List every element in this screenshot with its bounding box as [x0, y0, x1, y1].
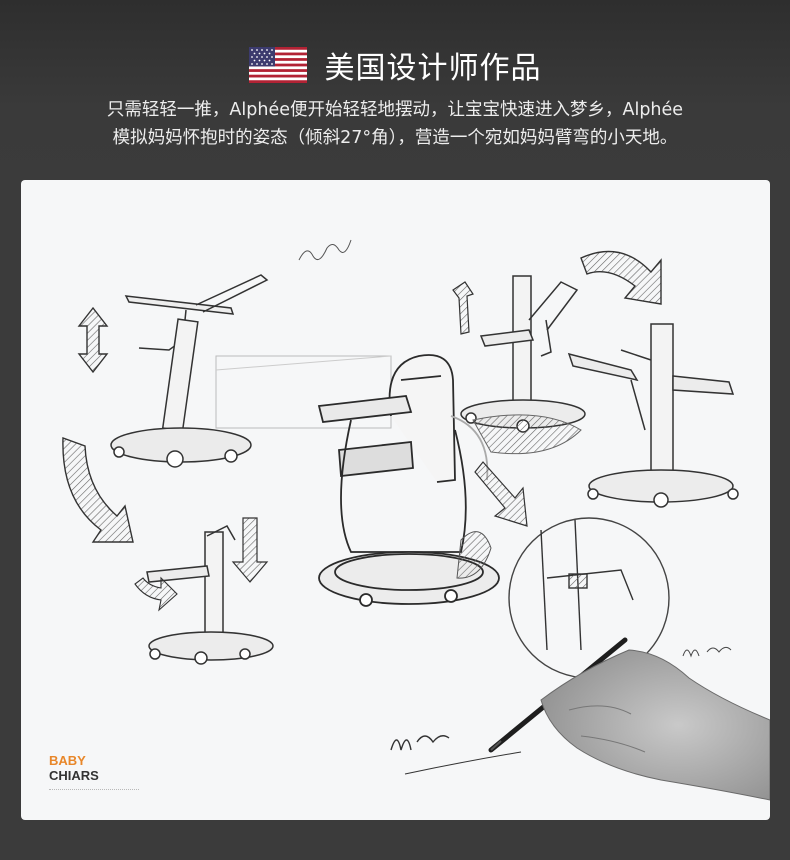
chair-sketch-2	[460, 275, 586, 433]
brand-line-2: CHIARS	[49, 768, 99, 783]
chair-sketch-center	[317, 354, 500, 607]
header-background	[0, 0, 790, 180]
updown-arrow-sketch	[77, 306, 109, 374]
us-flag-icon	[248, 47, 307, 83]
product-description: 只需轻轻一推，Alphée便开始轻轻地摆动，让宝宝快速进入梦乡，Alphée 模…	[40, 96, 750, 152]
design-sketch-illustration	[62, 239, 770, 801]
page-title: 美国设计师作品	[324, 51, 542, 86]
brand-line-1: BABY	[49, 753, 86, 768]
sketch-card: BABY CHIARS	[21, 180, 770, 820]
curved-arrow-sketch	[62, 437, 134, 543]
section-header: 美国设计师作品	[0, 40, 790, 90]
detail-sketch	[540, 519, 634, 651]
description-line-1: 只需轻轻一推，Alphée便开始轻轻地摆动，让宝宝快速进入梦乡，Alphée	[106, 100, 684, 120]
chair-sketch-1	[110, 274, 269, 468]
curved-arrow-sketch-2	[580, 250, 662, 305]
hand-with-pen-illustration	[488, 637, 770, 801]
chair-sketch-4	[146, 525, 274, 665]
description-line-2: 模拟妈妈怀抱时的姿态（倾斜27°角），营造一个宛如妈妈臂弯的小天地。	[112, 128, 678, 148]
brand-label: BABY CHIARS	[49, 753, 99, 783]
chair-sketch-3	[567, 323, 739, 508]
brand-divider	[49, 789, 139, 792]
